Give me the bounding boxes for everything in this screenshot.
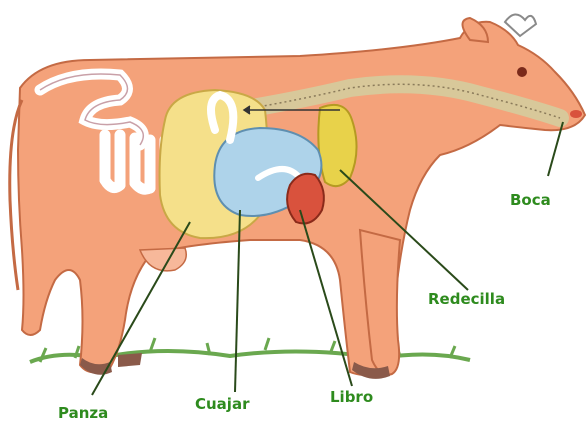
label-redecilla: Redecilla <box>428 290 505 308</box>
libro-organ <box>287 174 324 224</box>
redecilla-organ <box>318 105 356 186</box>
label-libro: Libro <box>330 388 373 406</box>
label-cuajar: Cuajar <box>195 395 250 413</box>
label-boca: Boca <box>510 191 551 209</box>
label-panza: Panza <box>58 404 108 422</box>
